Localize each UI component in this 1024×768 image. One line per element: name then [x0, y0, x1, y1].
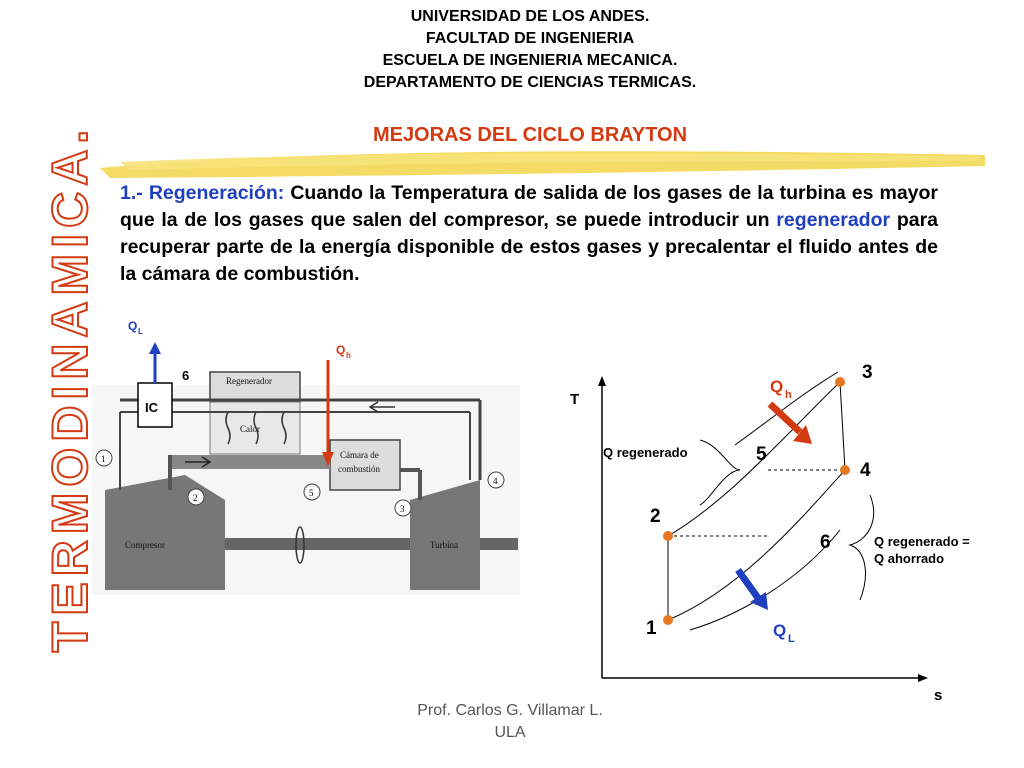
q-regenerado-eq-label: Q regenerado = [874, 534, 970, 549]
regenerator-box [209, 371, 301, 403]
state-circle-2 [187, 488, 205, 506]
state-num-3: 3 [400, 504, 405, 514]
ts-point-2 [663, 531, 673, 541]
header-line-2: FACULTAD DE INGENIERIA [425, 30, 635, 47]
state-num-4: 4 [493, 476, 498, 486]
footer-institution: ULA [494, 724, 526, 741]
state-circle-4 [487, 471, 505, 489]
ql-label-sub: L [138, 327, 143, 336]
slide-title: MEJORAS DEL CICLO BRAYTON [372, 124, 688, 146]
ic-label: IC [145, 400, 159, 415]
ql-label-q: Q [128, 319, 137, 333]
brace-q-regenerado [699, 439, 741, 506]
body-text-2: para recuperar parte de la energía dispo… [120, 209, 939, 285]
brace-q-ahorrado [848, 494, 875, 601]
state-circle-5 [303, 483, 321, 501]
ts-point-4 [840, 465, 850, 475]
brace-lower-arc [689, 529, 841, 631]
ts-ql-label-sub: L [788, 633, 795, 645]
header-line-1: UNIVERSIDAD DE LOS ANDES. [410, 8, 650, 25]
ts-ql-arrow-head [750, 592, 768, 610]
regenerator-label: Regenerador [226, 376, 272, 386]
ts-qh-label-q: Q [770, 377, 783, 396]
ts-label-3: 3 [862, 362, 873, 383]
exhaust-flow-arrow [368, 401, 395, 413]
turbine-label: Turbina [430, 540, 458, 550]
ts-qh-label-sub: h [785, 389, 792, 401]
ts-qh-arrow-head [793, 425, 812, 444]
ic-box [137, 382, 173, 428]
regenerator-core [209, 401, 301, 455]
process-3-4 [839, 381, 846, 471]
axis-s-label: s [934, 687, 942, 704]
state-num-1: 1 [101, 454, 106, 464]
compressor-label: Compresor [125, 540, 165, 550]
heat-wave-1 [225, 411, 231, 445]
state-circle-1 [95, 449, 113, 467]
qh-arrow-head [322, 452, 334, 466]
body-paragraph: 1.- Regeneración: Cuando la Temperatura … [120, 180, 938, 288]
rotation-symbol [295, 526, 305, 564]
qh-label-sub: h [346, 351, 351, 360]
ts-label-1: 1 [646, 618, 657, 639]
air-flow-arrow [185, 456, 212, 468]
state-num-5: 5 [309, 488, 314, 498]
isobar-low [667, 469, 846, 621]
heat-wave-2 [253, 411, 259, 445]
item-number: 1.- [120, 182, 143, 204]
combustion-label-2: combustión [338, 464, 380, 474]
footer: Prof. Carlos G. Villamar L. ULA [380, 700, 640, 744]
ts-label-2: 2 [650, 506, 661, 527]
state-num-2: 2 [193, 493, 198, 503]
ts-label-5: 5 [756, 444, 767, 465]
ts-qh-arrow-shaft [767, 401, 803, 435]
state-circle-3 [394, 499, 412, 517]
q-regenerado-label: Q regenerado [603, 445, 688, 460]
header-line-4: DEPARTAMENTO DE CIENCIAS TERMICAS. [363, 74, 697, 91]
ts-point-1 [663, 615, 673, 625]
state6-label: 6 [182, 368, 189, 383]
isobar-high [667, 381, 841, 537]
ts-point-3 [835, 377, 845, 387]
heat-label: Calor [240, 424, 260, 434]
ts-ql-arrow-shaft [735, 567, 761, 601]
s-axis-arrow [918, 674, 928, 682]
axis-t-label: T [570, 391, 579, 408]
compressed-air-duct [170, 455, 330, 469]
ts-ql-label-q: Q [773, 621, 786, 640]
institution-header: UNIVERSIDAD DE LOS ANDES. FACULTAD DE IN… [250, 6, 810, 94]
t-axis-arrow [598, 376, 606, 386]
item-term: Regeneración: [148, 182, 285, 204]
q-ahorrado-label: Q ahorrado [874, 551, 944, 566]
combustion-chamber [329, 439, 401, 491]
combustion-label-1: Cámara de [340, 450, 379, 460]
header-line-3: ESCUELA DE INGENIERIA MECANICA. [382, 52, 678, 69]
qh-label-q: Q [336, 343, 345, 357]
turbine-body [410, 480, 480, 590]
brace-upper-arc [734, 371, 839, 446]
body-text-1: Cuando la Temperatura de salida de los g… [120, 182, 939, 231]
ql-arrow-head [149, 342, 161, 354]
heat-wave-3 [281, 411, 287, 445]
regenerador-term: regenerador [776, 209, 891, 231]
footer-author: Prof. Carlos G. Villamar L. [417, 702, 603, 719]
ts-label-6: 6 [820, 532, 831, 553]
ts-label-4: 4 [860, 460, 871, 481]
